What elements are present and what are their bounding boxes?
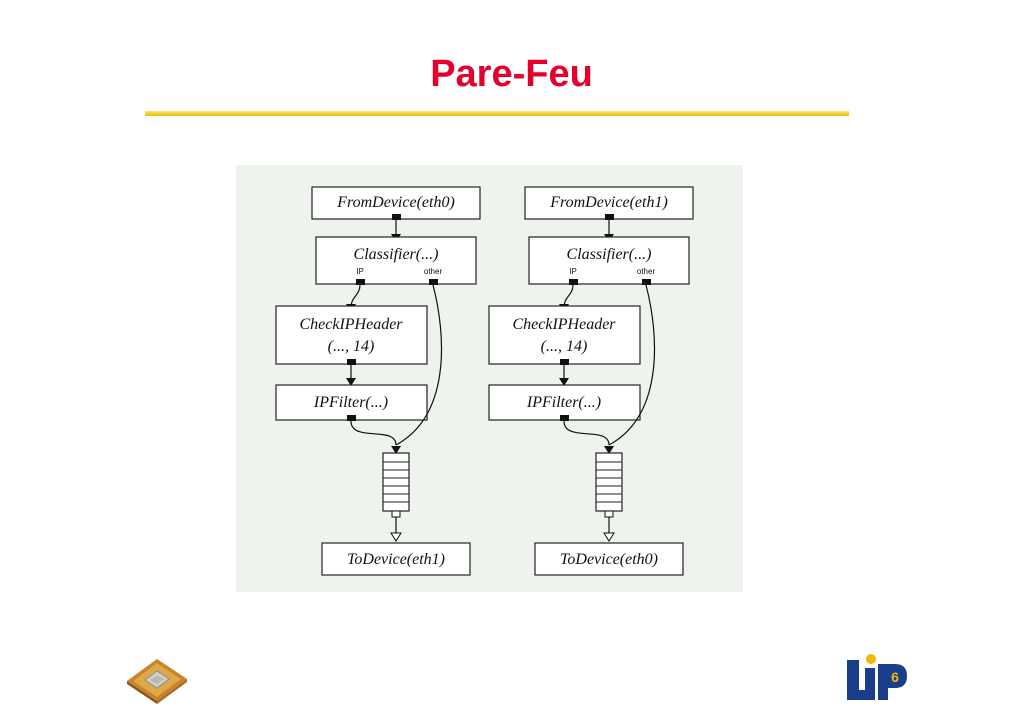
pipeline-left: FromDevice(eth0) Classifier(...) IP othe… (275, 186, 481, 576)
svg-text:6: 6 (891, 669, 899, 685)
ip-filter-box-left: IPFilter(...) (275, 384, 428, 421)
check-ip-header-args-left: (..., 14) (328, 338, 375, 355)
arrow-head (390, 532, 402, 542)
classifier-label-left: Classifier(...) (354, 246, 439, 263)
from-device-label-right: FromDevice(eth1) (549, 194, 668, 211)
to-device-box-right: ToDevice(eth0) (534, 542, 684, 576)
arrow-head (346, 378, 356, 386)
ip-filter-label-right: IPFilter(...) (526, 394, 601, 411)
from-device-box-right: FromDevice(eth1) (524, 186, 694, 220)
click-router-diagram: FromDevice(eth0) Classifier(...) IP othe… (236, 165, 743, 592)
processor-chip-icon (127, 659, 187, 704)
check-ip-header-box-right: CheckIPHeader (..., 14) (488, 305, 641, 365)
from-device-label-left: FromDevice(eth0) (336, 194, 455, 211)
lip6-logo: 6 (847, 654, 907, 700)
diagram-background (236, 165, 743, 592)
port-ip-label-right: IP (569, 267, 577, 276)
classifier-box-right: Classifier(...) IP other (528, 236, 690, 285)
arrow-head (604, 446, 614, 454)
port-other-label-right: other (637, 267, 656, 276)
classifier-box-left: Classifier(...) IP other (315, 236, 477, 285)
classifier-label-right: Classifier(...) (567, 246, 652, 263)
to-device-box-left: ToDevice(eth1) (321, 542, 471, 576)
ip-filter-label-left: IPFilter(...) (313, 394, 388, 411)
port-ip-label-left: IP (356, 267, 364, 276)
to-device-label-right: ToDevice(eth0) (560, 551, 658, 568)
arrow-head (603, 532, 615, 542)
check-ip-header-label-right: CheckIPHeader (512, 316, 616, 333)
to-device-label-left: ToDevice(eth1) (347, 551, 445, 568)
ip-filter-box-right: IPFilter(...) (488, 384, 641, 421)
queue-right (595, 452, 623, 518)
check-ip-header-box-left: CheckIPHeader (..., 14) (275, 305, 428, 365)
check-ip-header-args-right: (..., 14) (541, 338, 588, 355)
port-other-label-left: other (424, 267, 443, 276)
check-ip-header-label-left: CheckIPHeader (299, 316, 403, 333)
arrow-head (559, 378, 569, 386)
queue-left (382, 452, 410, 518)
from-device-box-left: FromDevice(eth0) (311, 186, 481, 220)
pipeline-right: FromDevice(eth1) Classifier(...) IP othe… (488, 186, 694, 576)
title-underline (145, 111, 849, 116)
slide-title: Pare-Feu (430, 53, 593, 95)
arrow-head (391, 446, 401, 454)
